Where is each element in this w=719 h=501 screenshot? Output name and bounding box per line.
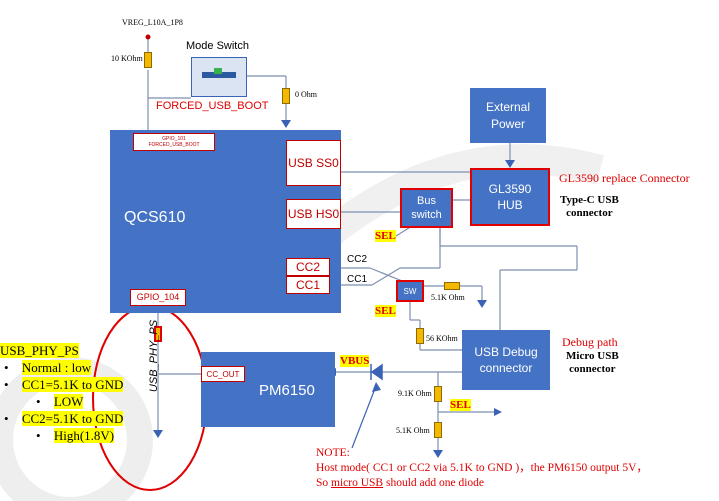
note: NOTE: Host mode( CC1 or CC2 via 5.1K to … bbox=[316, 446, 648, 491]
cc2-line-label: CC2 bbox=[347, 254, 368, 265]
panel-b1: Normal : low bbox=[21, 360, 92, 375]
cc1-line-label: CC1 bbox=[347, 274, 368, 285]
resistor-10k-label: 10 KOhm bbox=[111, 54, 143, 63]
resistor-usb-phy-ps bbox=[154, 326, 162, 342]
gl3590-note: GL3590 replace Connector bbox=[559, 171, 690, 185]
usb-hs0-port: USB HS0 bbox=[286, 199, 341, 229]
resistor-9k1 bbox=[434, 386, 442, 402]
resistor-0ohm-label: 0 Ohm bbox=[295, 90, 317, 99]
panel-title: USB_PHY_PS bbox=[0, 343, 79, 358]
sel-label-bus: SEL bbox=[375, 230, 396, 242]
usb-debug-connector-block: USB Debug connector bbox=[462, 330, 550, 390]
debug-path-note: Debug path bbox=[562, 335, 618, 349]
resistor-5k1-h bbox=[444, 282, 460, 290]
resistor-5k1-h-label: 5.1K Ohm bbox=[431, 293, 465, 302]
cc-out-port: CC_OUT bbox=[201, 366, 245, 382]
resistor-56k-label: 56 KOhm bbox=[426, 334, 458, 343]
qcs610-label: QCS610 bbox=[124, 209, 186, 226]
note-line2-link: micro USB bbox=[331, 477, 384, 489]
resistor-5k1-v-label: 5.1K Ohm bbox=[396, 426, 430, 435]
sel-label-sw: SEL bbox=[375, 305, 396, 317]
sel-label-divider: SEL bbox=[450, 399, 471, 411]
note-line2-prefix: So bbox=[316, 477, 332, 489]
panel-b3: CC2=5.1K to GND bbox=[21, 411, 124, 426]
note-line2-suffix: should add one diode bbox=[383, 477, 485, 489]
pm6150-block: PM6150 bbox=[201, 352, 335, 427]
micro-usb-note: Micro USB connector bbox=[566, 350, 619, 375]
resistor-0ohm bbox=[282, 88, 290, 104]
note-title: NOTE: bbox=[316, 447, 350, 459]
resistor-10k bbox=[144, 52, 152, 68]
resistor-9k1-label: 9.1K Ohm bbox=[398, 389, 432, 398]
gl3590-hub-block: GL3590 HUB bbox=[470, 168, 550, 226]
panel-b2: CC1=5.1K to GND bbox=[21, 377, 124, 392]
usb-ss0-port: USB SS0 bbox=[286, 140, 341, 186]
resistor-56k bbox=[416, 328, 424, 344]
usb-phy-ps-panel: USB_PHY_PS • Normal : low • CC1=5.1K to … bbox=[0, 343, 124, 443]
typec-note: Type-C USB connector bbox=[560, 194, 619, 219]
mode-switch bbox=[191, 57, 247, 97]
external-power-block: External Power bbox=[470, 88, 546, 143]
forced-usb-boot-label: FORCED_USB_BOOT bbox=[156, 100, 269, 112]
mode-switch-label: Mode Switch bbox=[186, 40, 249, 52]
vreg-label: VREG_L10A_1P8 bbox=[122, 18, 183, 27]
gpio101-port: GPIO_101 FORCED_USB_BOOT bbox=[133, 133, 215, 151]
cc2-port: CC2 bbox=[286, 258, 330, 276]
resistor-5k1-v bbox=[434, 422, 442, 438]
usb-phy-ps-vertical-label: USB_PHY_PS bbox=[148, 319, 160, 393]
panel-b3-sub: High(1.8V) bbox=[53, 428, 115, 443]
cc1-port: CC1 bbox=[286, 276, 330, 294]
panel-b2-sub: LOW bbox=[53, 394, 84, 409]
bus-switch-block: Bus switch bbox=[400, 188, 453, 228]
sw-block: SW bbox=[396, 280, 424, 302]
pm6150-label: PM6150 bbox=[259, 382, 315, 399]
note-line1: Host mode( CC1 or CC2 via 5.1K to GND )，… bbox=[316, 462, 648, 474]
vbus-label: VBUS bbox=[340, 355, 370, 367]
gpio104-port: GPIO_104 bbox=[130, 289, 186, 306]
